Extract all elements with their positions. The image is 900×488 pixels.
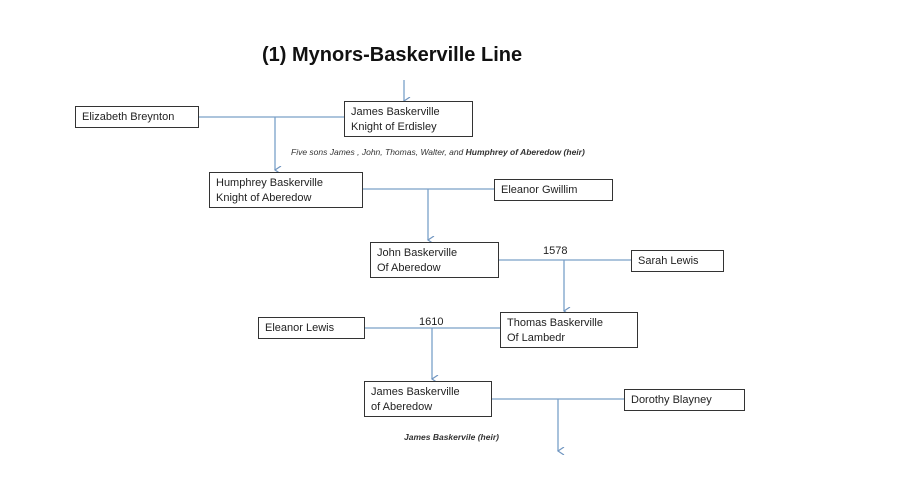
person-humphrey-baskerville: Humphrey Baskerville Knight of Aberedow [209,172,363,208]
person-name: Elizabeth Breynton [82,111,175,123]
person-elizabeth-breynton: Elizabeth Breynton [75,106,199,128]
five-sons-text: Five sons James , John, Thomas, Walter, … [291,147,466,157]
person-name: Eleanor Lewis [265,322,335,334]
year-1610: 1610 [419,316,444,328]
heir-text: James Baskervile (heir) [404,432,499,442]
person-name: James Baskerville [351,106,440,118]
person-title: Knight of Aberedow [216,192,312,204]
person-thomas-baskerville: Thomas Baskerville Of Lambedr [500,312,638,348]
person-title: of Aberedow [371,401,433,413]
person-name: John Baskerville [377,247,458,259]
five-sons-note: Five sons James , John, Thomas, Walter, … [291,147,585,157]
year-1578: 1578 [543,245,568,257]
person-title: Of Aberedow [377,262,441,274]
person-name: Humphrey Baskerville [216,177,323,189]
five-sons-heir: Humphrey of Aberedow (heir) [465,147,585,157]
person-name: Thomas Baskerville [507,317,603,329]
person-name: James Baskerville [371,386,460,398]
person-eleanor-lewis: Eleanor Lewis [258,317,365,339]
person-title: Knight of Erdisley [351,121,437,133]
heir-note: James Baskervile (heir) [404,432,499,442]
person-james-baskerville-aberedow: James Baskerville of Aberedow [364,381,492,417]
person-name: Sarah Lewis [638,255,699,267]
person-eleanor-gwillim: Eleanor Gwillim [494,179,613,201]
person-james-baskerville-erdisley: James Baskerville Knight of Erdisley [344,101,473,137]
person-john-baskerville: John Baskerville Of Aberedow [370,242,499,278]
person-title: Of Lambedr [507,332,566,344]
person-name: Eleanor Gwillim [501,184,578,196]
person-dorothy-blayney: Dorothy Blayney [624,389,745,411]
diagram-title: (1) Mynors-Baskerville Line [262,44,523,66]
person-name: Dorothy Blayney [631,394,712,406]
person-sarah-lewis: Sarah Lewis [631,250,724,272]
